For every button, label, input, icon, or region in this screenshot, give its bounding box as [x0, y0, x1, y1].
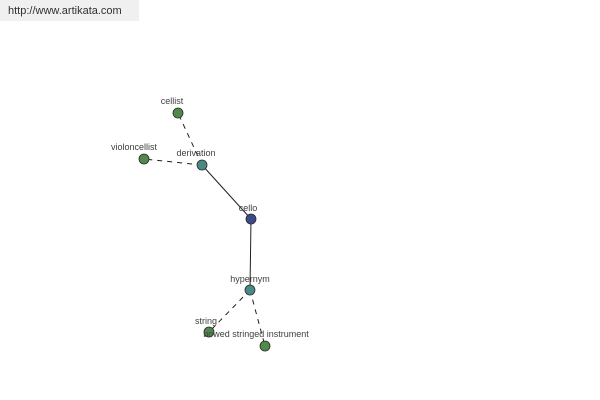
node-label-derivation[interactable]: derivation: [176, 148, 215, 158]
node-string[interactable]: [203, 326, 215, 338]
node-label-cellist[interactable]: cellist: [161, 96, 184, 106]
edges-layer: [143, 112, 266, 347]
node-cellist[interactable]: [172, 107, 184, 119]
url-link[interactable]: http://www.artikata.com: [8, 4, 122, 17]
node-label-string[interactable]: string: [195, 316, 217, 326]
nodes-layer: [138, 107, 271, 352]
edge-cello-derivation: [201, 164, 252, 220]
node-violoncellist[interactable]: [138, 153, 150, 165]
edge-cello-hypernym: [249, 218, 252, 291]
url-banner[interactable]: http://www.artikata.com: [0, 0, 139, 21]
node-derivation[interactable]: [196, 159, 208, 171]
node-hypernym[interactable]: [244, 284, 256, 296]
node-cello[interactable]: [245, 213, 257, 225]
node-bowed[interactable]: [259, 340, 271, 352]
edge-derivation-violoncellist: [143, 158, 203, 166]
node-label-cello[interactable]: cello: [239, 203, 258, 213]
node-label-hypernym[interactable]: hypernym: [230, 274, 270, 284]
node-label-violoncellist[interactable]: violoncellist: [111, 142, 158, 152]
labels-layer: cello derivation cellist violoncellist hyper…: [111, 96, 309, 339]
node-label-bowed[interactable]: bowed stringed instrument: [203, 329, 309, 339]
